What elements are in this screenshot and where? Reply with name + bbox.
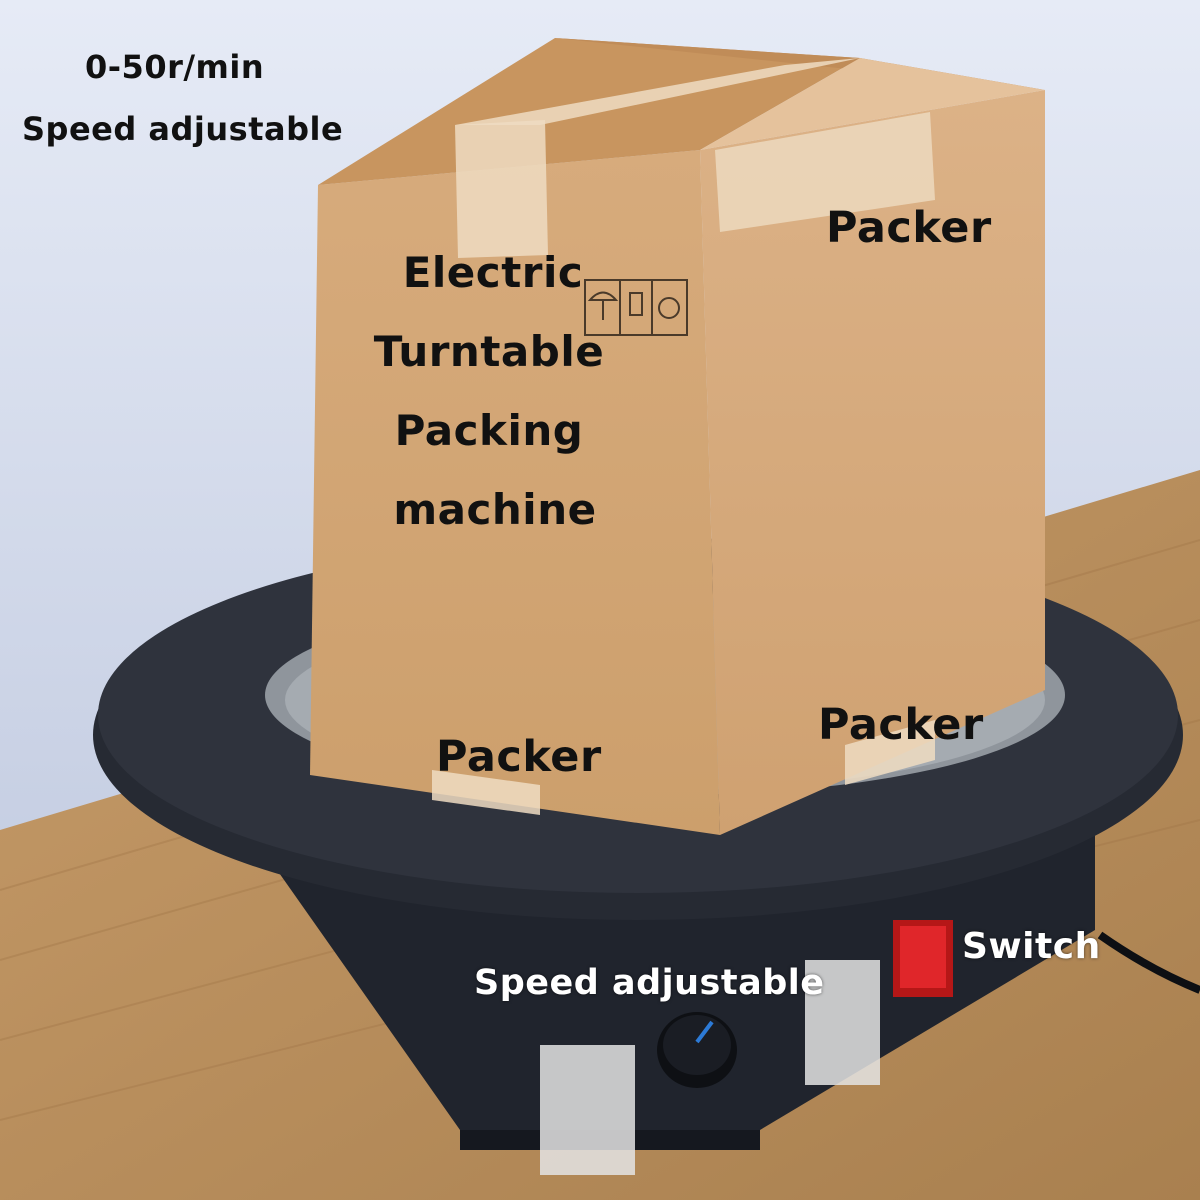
- packer-top-right-label: Packer: [826, 203, 992, 253]
- packer-left-label: Packer: [436, 732, 602, 782]
- title-line-2: Turntable: [373, 327, 605, 376]
- title-line-1: Electric: [402, 248, 584, 297]
- handling-symbols-icon: [584, 279, 688, 336]
- switch-sticker: [805, 960, 880, 1085]
- title-line-3: Packing: [394, 406, 584, 455]
- box-front-face: [310, 150, 720, 835]
- speed-adjustable-knob-label: Speed adjustable: [474, 963, 825, 1003]
- box-tape: [455, 58, 860, 125]
- speed-sticker: [540, 1045, 635, 1175]
- speed-range-label: 0-50r/min: [85, 48, 265, 86]
- title-line-4: machine: [393, 485, 597, 534]
- power-cable: [1097, 931, 1200, 994]
- switch-label: Switch: [962, 926, 1101, 967]
- box-side-face: [700, 90, 1045, 835]
- packer-right-label: Packer: [818, 700, 984, 750]
- speed-adjustable-top-label: Speed adjustable: [22, 110, 344, 148]
